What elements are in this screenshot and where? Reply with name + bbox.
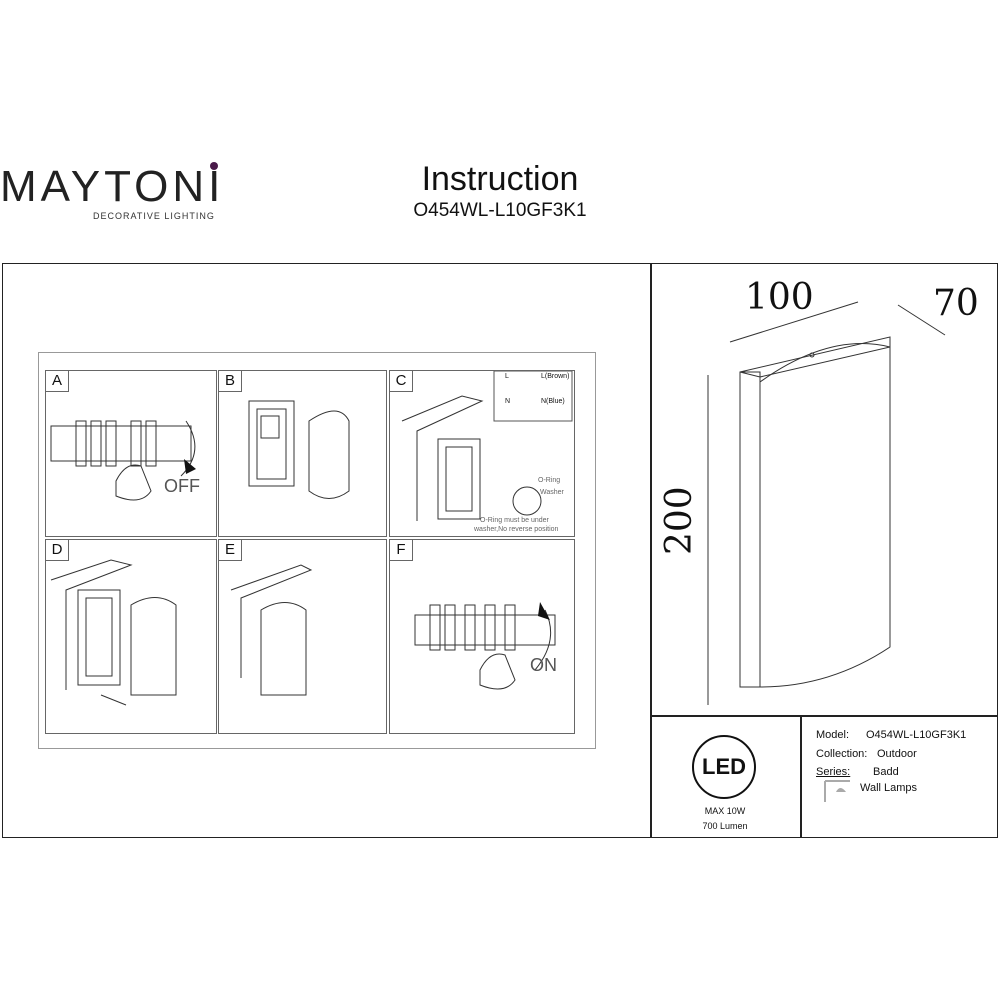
step-label: F: [390, 540, 413, 561]
type-value: Wall Lamps: [860, 782, 918, 794]
led-badge: LED: [692, 735, 756, 799]
power-rating: MAX 10W: [704, 806, 746, 816]
step-panel-d: D: [45, 539, 217, 734]
breaker-on-illustration: [414, 602, 556, 690]
step-panel-b: B: [218, 370, 387, 537]
wire-n-color: N(Blue): [541, 398, 565, 405]
wiring-illustration: [401, 371, 573, 521]
oring-note: O-Ring must be under: [480, 517, 549, 524]
model-code: O454WL-L10GF3K1: [413, 200, 587, 221]
oring-note: washer,No reverse position: [474, 526, 559, 533]
step-label: D: [46, 540, 69, 561]
wire-l-label: L: [505, 373, 509, 380]
mounting-plate-illustration: [248, 400, 350, 499]
step-label: A: [46, 371, 69, 392]
off-label: OFF: [164, 476, 200, 496]
document-frame: [2, 263, 998, 838]
series-value: Badd: [873, 766, 899, 778]
on-label: ON: [530, 655, 557, 675]
model-value: O454WL-L10GF3K1: [866, 729, 967, 741]
dimension-depth: 70: [933, 283, 979, 324]
breaker-illustration: [50, 420, 196, 501]
dimension-height: 200: [659, 486, 700, 555]
installed-lamp-illustration: [230, 564, 313, 696]
step-label: B: [219, 371, 242, 392]
step-panel-a: A OFF: [45, 370, 217, 537]
page-title: Instruction: [421, 160, 579, 198]
brand-logo: MAYTONI: [0, 162, 225, 211]
wire-n-label: N: [505, 398, 511, 405]
attach-cover-illustration: [50, 559, 177, 706]
collection-value: Outdoor: [877, 748, 917, 760]
step-panel-f: F ON: [389, 539, 575, 734]
washer-label: Washer: [540, 489, 564, 496]
step-panel-e: E: [218, 539, 387, 734]
divider: [650, 263, 652, 837]
brand-tagline: DECORATIVE LIGHTING: [93, 211, 215, 221]
model-label: Model:: [816, 729, 850, 741]
collection-label: Collection:: [816, 748, 868, 760]
step-label: C: [390, 371, 413, 392]
divider: [800, 715, 802, 837]
dimension-width: 100: [745, 277, 814, 318]
instruction-steps: [38, 352, 596, 749]
series-label: Series:: [816, 766, 851, 778]
divider: [650, 715, 998, 717]
wire-l-color: L(Brown): [541, 373, 570, 380]
lumen-rating: 700 Lumen: [702, 821, 748, 831]
step-label: E: [219, 540, 242, 561]
oring-label: O-Ring: [538, 477, 561, 484]
step-panel-c: C L L(Brown) N N(Blue) O-Ring Washer O-R…: [389, 370, 575, 537]
